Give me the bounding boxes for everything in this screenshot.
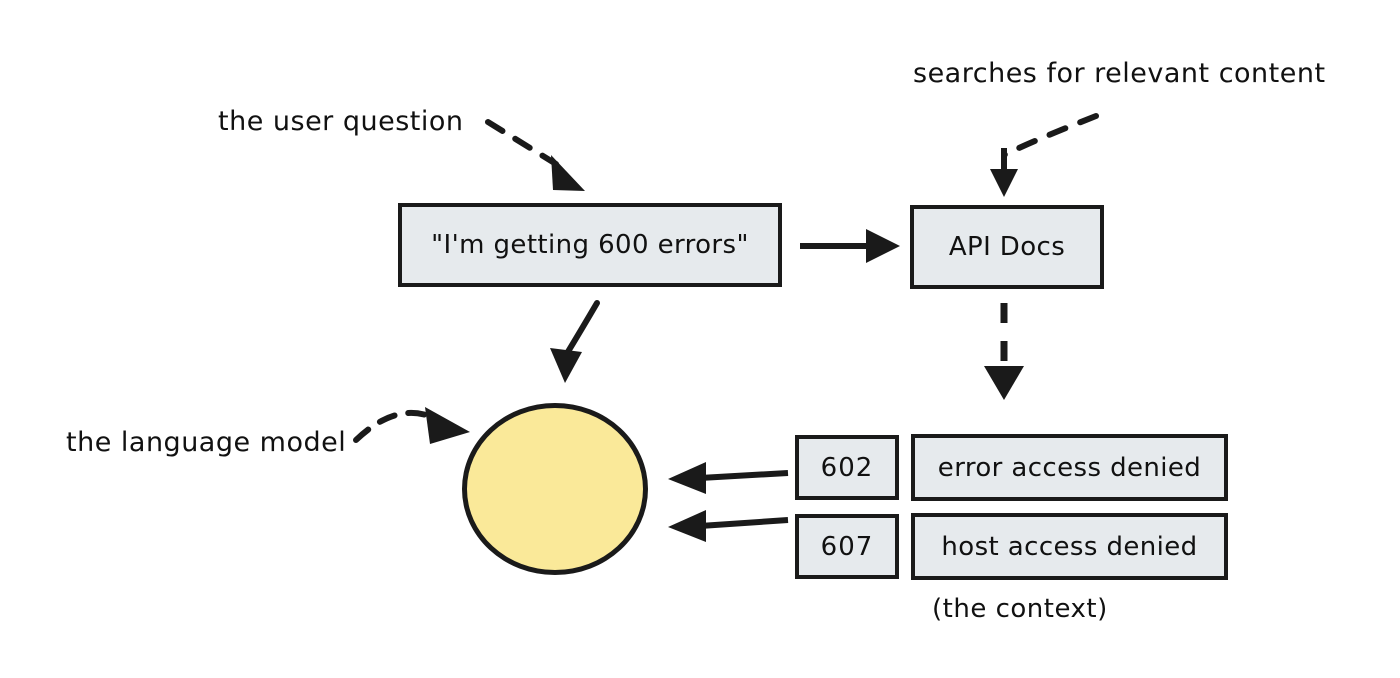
arrow-question-to-apidocs: [800, 229, 900, 263]
language-model-circle[interactable]: [462, 403, 648, 575]
arrow-context-row-1-to-llm: [668, 510, 789, 542]
context-code-text: 607: [820, 531, 874, 562]
context-code-text: 602: [820, 452, 874, 483]
context-description-text: host access denied: [941, 531, 1198, 562]
arrow-context-row-0-to-llm: [668, 462, 789, 494]
annotation-user-question: the user question: [218, 106, 464, 137]
context-row-description[interactable]: error access denied: [911, 434, 1228, 501]
context-row-code[interactable]: 602: [795, 435, 899, 500]
api-docs-box[interactable]: API Docs: [910, 205, 1104, 289]
annotation-language-model: the language model: [66, 427, 347, 458]
arrow-question-to-llm: [550, 300, 600, 383]
context-row-description[interactable]: host access denied: [911, 513, 1228, 580]
user-question-text: "I'm getting 600 errors": [431, 230, 749, 260]
context-description-text: error access denied: [937, 452, 1202, 483]
arrow-searches-annotation: [990, 113, 1099, 197]
user-question-box[interactable]: "I'm getting 600 errors": [398, 203, 782, 287]
api-docs-text: API Docs: [948, 232, 1066, 262]
arrow-user-question-annotation: [485, 119, 585, 191]
context-caption: (the context): [932, 594, 1108, 624]
context-row-code[interactable]: 607: [795, 514, 899, 579]
annotation-searches-for-relevant-content: searches for relevant content: [913, 58, 1326, 89]
arrow-apidocs-to-context: [984, 303, 1024, 400]
arrow-language-model-annotation: [353, 407, 470, 444]
